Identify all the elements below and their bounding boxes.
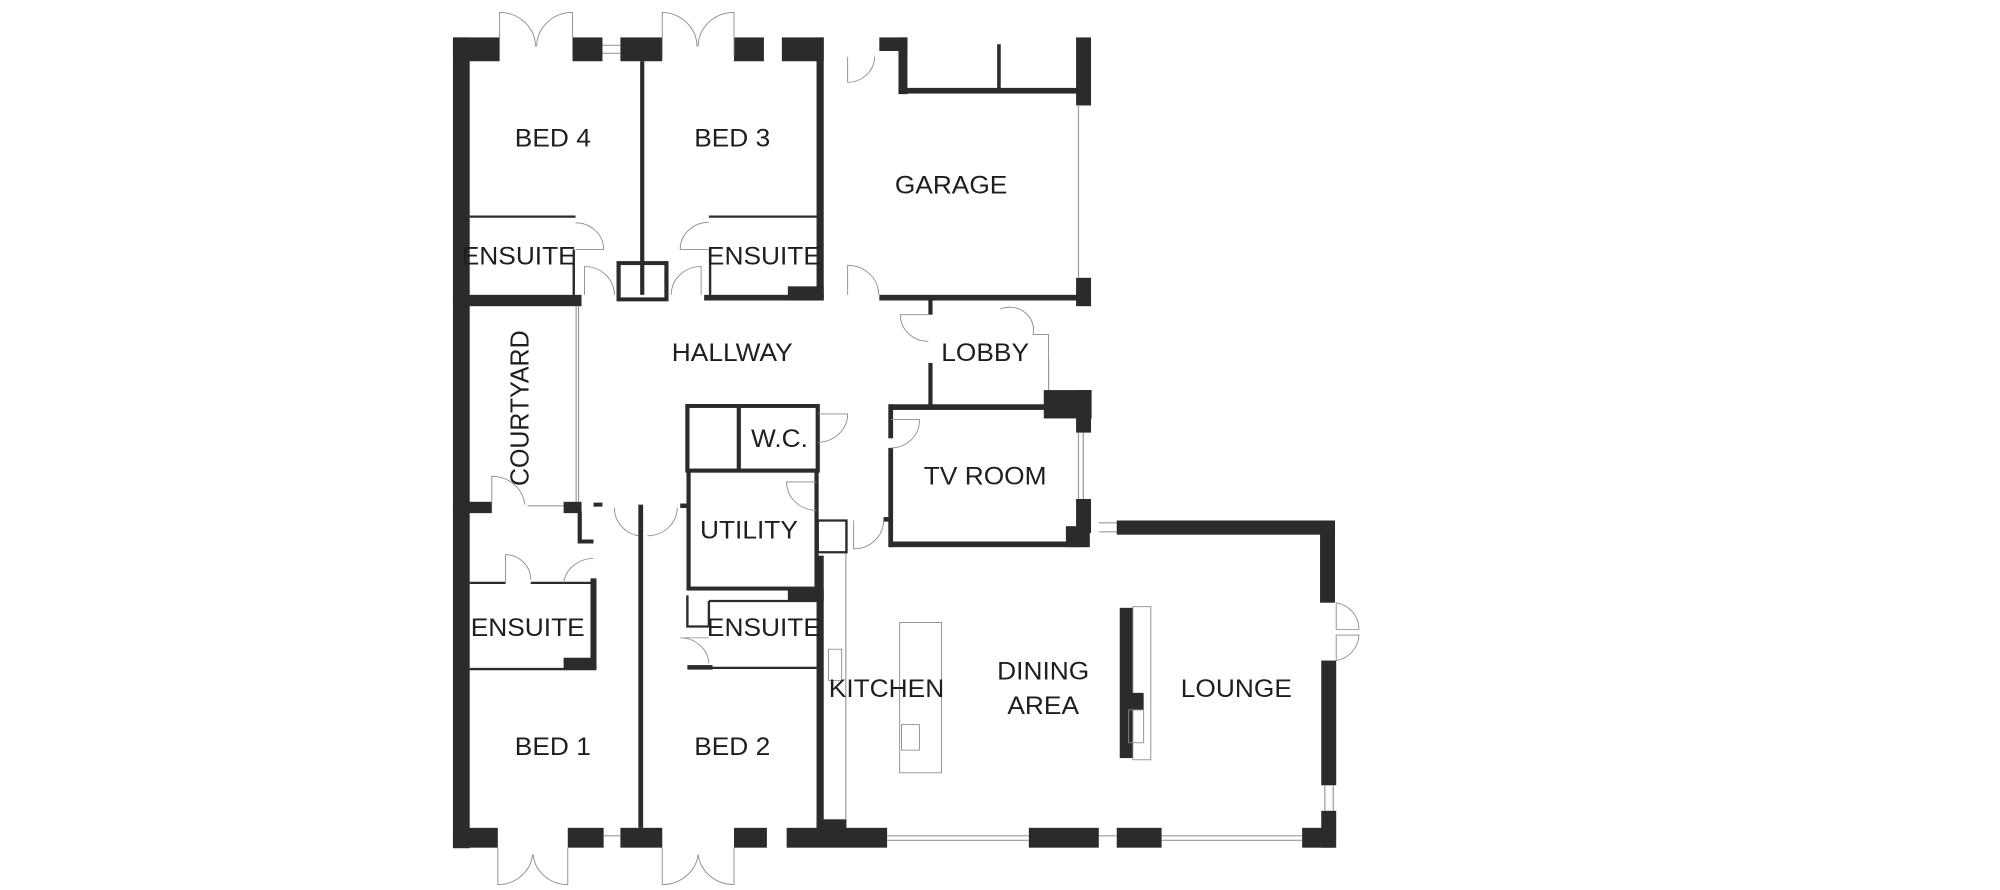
label-bed-2: BED 2 <box>694 734 770 761</box>
label-bed-1: BED 1 <box>515 734 591 761</box>
label-bed-3: BED 3 <box>694 125 770 152</box>
label-kitchen: KITCHEN <box>829 676 944 703</box>
label-garage: GARAGE <box>895 172 1008 199</box>
label-utility: UTILITY <box>700 517 798 544</box>
label-ensuite-bed1: ENSUITE <box>471 615 585 642</box>
label-dining-area-line1: DINING <box>997 658 1089 685</box>
label-ensuite-bed4: ENSUITE <box>462 243 576 270</box>
label-hallway: HALLWAY <box>672 340 793 367</box>
label-courtyard: COURTYARD <box>506 330 535 486</box>
doors <box>491 12 1360 885</box>
walls <box>452 37 1337 849</box>
room-labels: BED 4 BED 3 GARAGE ENSUITE ENSUITE HALLW… <box>462 125 1292 761</box>
label-lobby: LOBBY <box>941 340 1029 367</box>
label-bed-4: BED 4 <box>515 125 591 152</box>
label-ensuite-bed3: ENSUITE <box>707 243 821 270</box>
label-wc: W.C. <box>751 426 808 453</box>
label-tv-room: TV ROOM <box>924 463 1047 490</box>
label-lounge: LOUNGE <box>1181 676 1292 703</box>
label-dining-area-line2: AREA <box>1007 693 1080 720</box>
label-ensuite-bed2: ENSUITE <box>707 615 821 642</box>
